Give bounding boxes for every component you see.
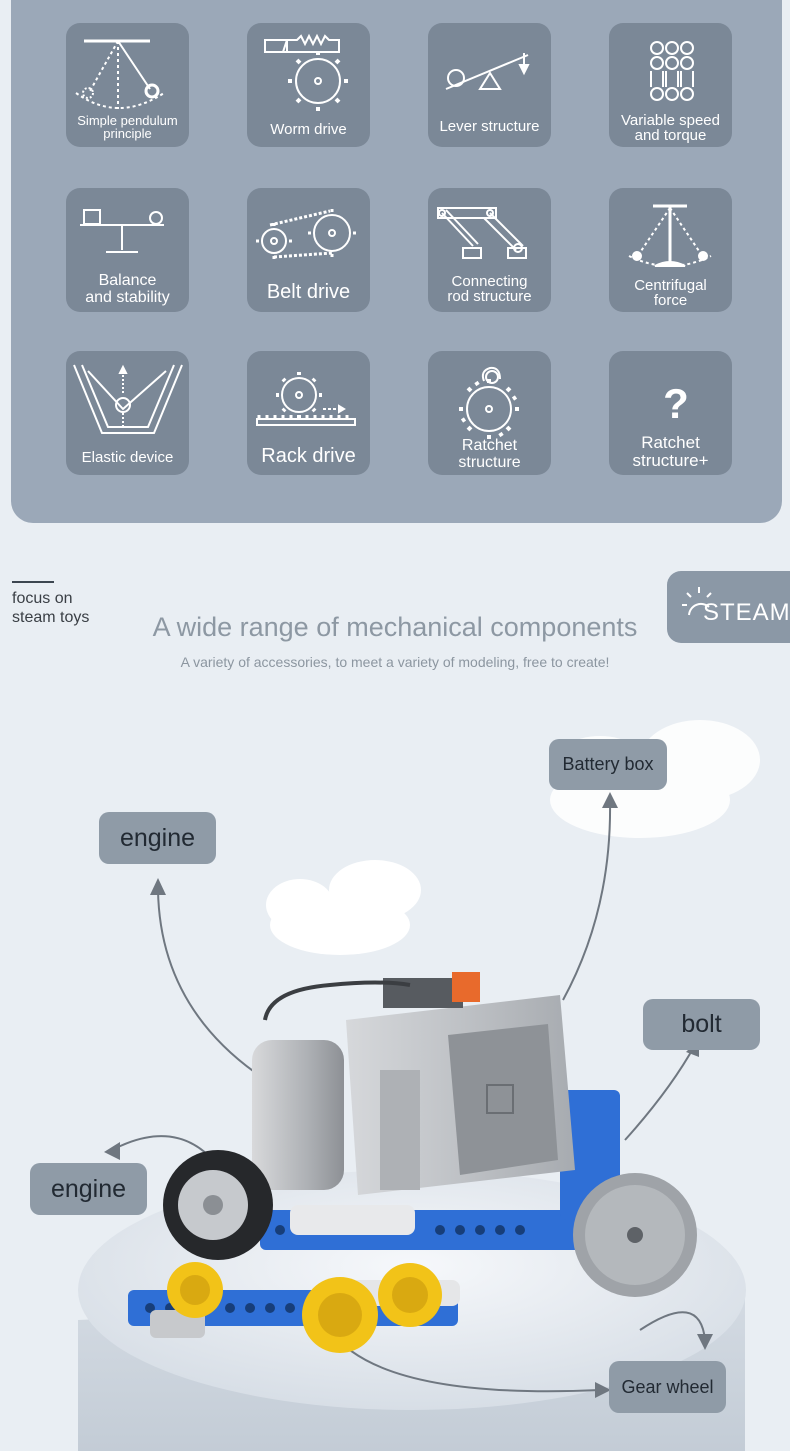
section-subtitle: A variety of accessories, to meet a vari…: [180, 654, 610, 670]
section-title: A wide range of mechanical components: [152, 612, 638, 642]
cloud-center: [266, 860, 421, 955]
belt-drive-icon: [256, 209, 356, 259]
steam-logo: STEAM: [667, 571, 790, 643]
robot-vehicle: [128, 972, 697, 1353]
ratchet-icon: [459, 366, 519, 439]
callout-gear-wheel: Gear wheel: [609, 1361, 726, 1413]
feature-label: Lever structure: [439, 118, 540, 136]
callout-battery-box: Battery box: [549, 739, 667, 790]
sun-icon: [682, 587, 712, 616]
connecting-rod-icon: [437, 207, 527, 259]
question-icon: ?: [663, 380, 689, 427]
callout-bolt: bolt: [643, 999, 760, 1050]
focus-divider: [12, 581, 54, 583]
balance-icon: [80, 209, 164, 253]
rack-gear-icon: [256, 372, 356, 426]
worm-gear-icon: [264, 33, 348, 111]
centrifugal-icon: [628, 204, 712, 267]
steam-logo-text: STEAM: [703, 599, 790, 626]
product-illustration: [78, 720, 760, 1451]
feature-card-worm-drive: Worm drive: [247, 23, 370, 147]
callout-engine-top: engine: [99, 812, 216, 864]
feature-card-lever-structure: Lever structure: [428, 23, 551, 147]
feature-card-rack-drive: Rack drive: [247, 351, 370, 475]
feature-label: Elastic device: [81, 449, 174, 467]
feature-card-elastic: Elastic device: [66, 351, 189, 475]
feature-label: Belt drive: [266, 281, 351, 303]
gearshift-icon: [650, 41, 694, 101]
lever-icon: [445, 53, 530, 90]
feature-label: Rack drive: [261, 445, 356, 467]
elastic-icon: [73, 364, 183, 434]
svg-text:?: ?: [663, 380, 689, 427]
callout-engine-left: engine: [30, 1163, 147, 1215]
feature-label: Worm drive: [270, 121, 347, 139]
focus-tagline: focus on steam toys: [12, 590, 90, 626]
arrow-heads: [104, 792, 713, 1398]
feature-card-belt-drive: Belt drive: [247, 188, 370, 312]
pendulum-icon: [75, 39, 165, 109]
